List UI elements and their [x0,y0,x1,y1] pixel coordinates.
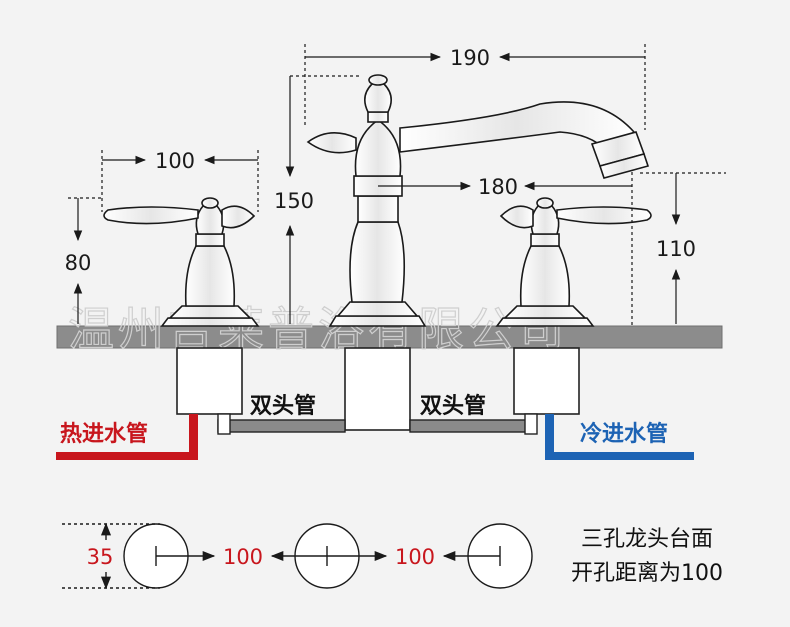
hot-inlet-label: 热进水管 [60,421,148,447]
countertop [57,326,722,348]
dual-hose-label-left: 双头管 [250,393,316,419]
hole-note-line1: 三孔龙头台面 [581,527,713,552]
watermark: 温州吉莱普浴有限公司 [68,302,568,356]
cold-inlet-label: 冷进水管 [580,421,668,447]
center-spout [306,74,650,327]
right-handle-valve [495,197,652,327]
hole-pattern [62,522,533,590]
left-handle-valve [103,197,260,327]
dim-110-label: 110 [656,237,696,261]
dim-190-label: 190 [450,46,490,70]
dim-180-label: 180 [478,175,518,199]
dim-100-handle-label: 100 [155,149,195,173]
dual-hose-label-right: 双头管 [420,393,486,419]
dual-hose-pipe-left [217,419,346,433]
hole-note-line2: 开孔距离为100 [571,561,723,586]
cold-inlet-pipe [545,414,694,460]
dual-hose-pipe-right [409,419,537,433]
dim-80-label: 80 [65,251,92,275]
hot-inlet-pipe [56,414,198,460]
dim-150-label: 150 [274,189,314,213]
center-spout-body [344,347,411,431]
hole-spacing-right-label: 100 [395,545,435,569]
hole-diameter-label: 35 [87,545,114,569]
hole-spacing-left-label: 100 [223,545,263,569]
left-valve-body [176,347,243,415]
right-valve-body [513,347,580,415]
